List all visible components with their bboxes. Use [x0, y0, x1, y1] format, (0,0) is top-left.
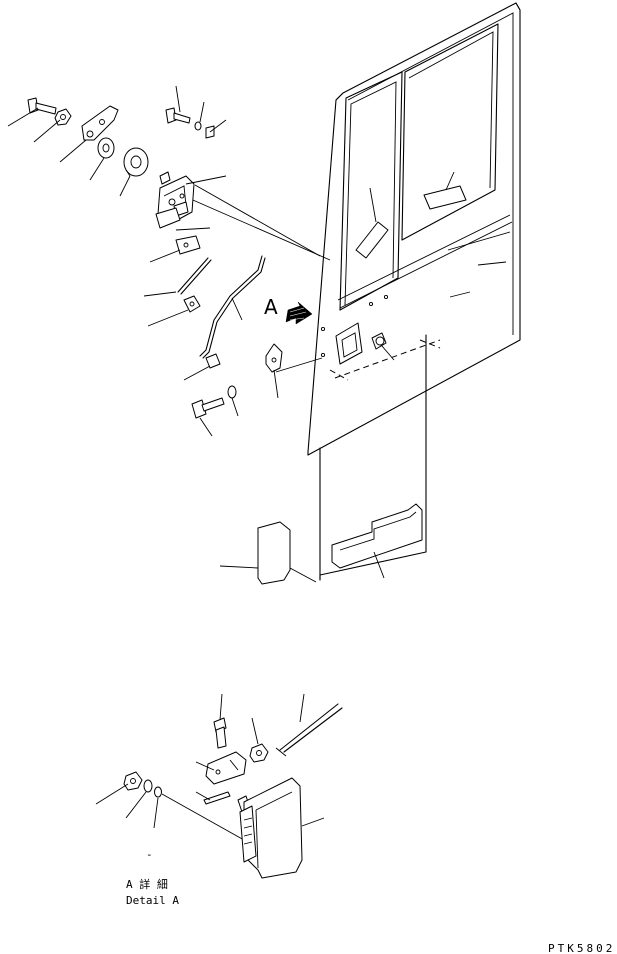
- rod-joint: [183, 295, 201, 313]
- cab-door: [257, 2, 521, 585]
- bolt-small-part: [165, 107, 215, 139]
- clamp-part: [265, 343, 283, 373]
- detail-caption-en: Detail A: [126, 894, 179, 907]
- striker-part: [81, 105, 119, 141]
- view-marker-letter: A: [264, 295, 278, 319]
- linkage-line: [169, 189, 331, 261]
- detail-dash: -: [146, 848, 153, 861]
- cable-line: [275, 357, 323, 373]
- drawing-code: PTK5802: [548, 942, 615, 954]
- view-arrow: A: [264, 295, 313, 325]
- clip-part: [175, 235, 201, 255]
- lock-assembly: [155, 171, 195, 229]
- detail-a: [95, 693, 343, 879]
- long-rod: [199, 255, 266, 359]
- washer-part: [97, 137, 115, 159]
- bolt-bottom: [191, 385, 237, 419]
- link-rod: [177, 257, 212, 295]
- detail-caption-jp: A 詳 細: [126, 877, 168, 891]
- arrow-icon: [285, 301, 313, 325]
- roller-part: [123, 147, 149, 177]
- rod-end: [205, 353, 221, 369]
- leader-lines: [7, 85, 455, 583]
